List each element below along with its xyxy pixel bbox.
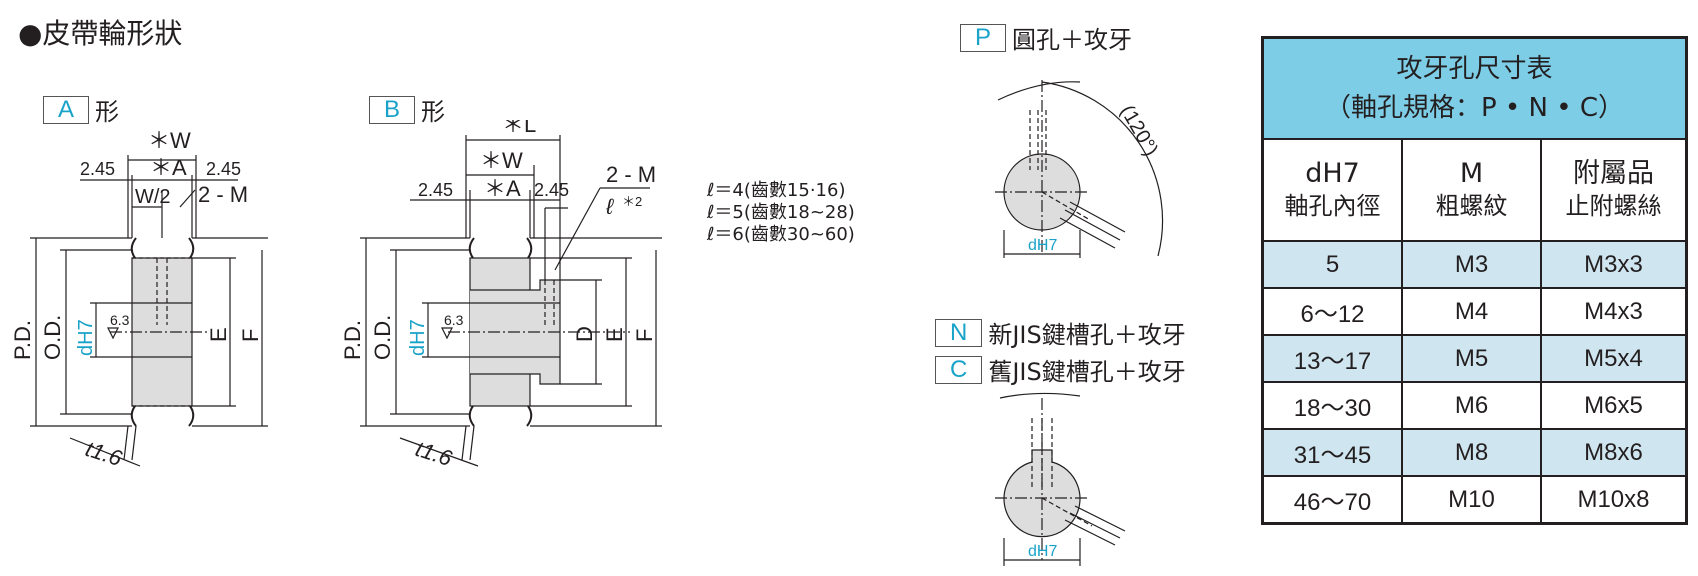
header-accessory-bottom: 止附螺絲 xyxy=(1565,192,1662,220)
header-m-bottom: 粗螺紋 xyxy=(1435,192,1508,220)
cell-m: M4 xyxy=(1401,287,1542,336)
dim-d: D xyxy=(572,326,597,342)
ell-notes: ℓ＝4(齒數15·16) ℓ＝5(齒數18~28) ℓ＝6(齒數30~60) xyxy=(707,180,855,246)
cell-screw: M10x8 xyxy=(1540,475,1688,525)
ell-note: ℓ＝4(齒數15·16) xyxy=(707,180,846,201)
shape-c-tag: C xyxy=(935,355,983,384)
dim-t16: t1.6 xyxy=(82,436,125,471)
dim-e-b: E xyxy=(602,327,627,342)
pulley-b-drawing: ＊L ＊W ＊A 2.45 2.45 2 - M ℓ ＊2 6.3 t1.6 P… xyxy=(340,120,662,471)
tap-hole-size-table: 攻牙孔尺寸表 （軸孔規格：P • N • C） dH7 軸孔內徑 M 粗螺紋 附… xyxy=(1261,36,1688,525)
cell-dh7: 13～17 xyxy=(1261,334,1403,383)
shape-a-tag: A xyxy=(43,95,90,124)
shape-a-text: 形 xyxy=(95,98,120,126)
cell-screw: M8x6 xyxy=(1540,428,1688,477)
ell-note: ℓ＝5(齒數18~28) xyxy=(707,202,855,223)
dim-pd-b: P.D. xyxy=(340,320,365,360)
header-m-top: M xyxy=(1459,158,1484,189)
dim-a: ＊A xyxy=(150,155,187,180)
header-dh7: dH7 軸孔內徑 xyxy=(1261,138,1403,242)
cell-screw: M4x3 xyxy=(1540,287,1688,336)
shape-p-text: 圓孔＋攻牙 xyxy=(1012,26,1133,54)
shape-p-label: P 圓孔＋攻牙 xyxy=(960,20,1132,55)
cell-m: M5 xyxy=(1401,334,1542,383)
dim-245-b-right: 2.45 xyxy=(534,180,569,200)
cell-screw: M5x4 xyxy=(1540,334,1688,383)
shape-n-tag: N xyxy=(935,318,983,347)
table-row: 13～17 M5 M5x4 xyxy=(1261,334,1688,383)
dim-ell-star: ＊2 xyxy=(622,194,642,209)
cell-dh7: 6～12 xyxy=(1261,287,1403,336)
dim-m: 2 - M xyxy=(198,182,248,207)
shape-n-label: N 新JIS鍵槽孔＋攻牙 xyxy=(935,315,1186,350)
table-row: 46～70 M10 M10x8 xyxy=(1261,475,1688,525)
bore-p-drawing: (120°) dH7 xyxy=(995,80,1164,258)
dim-w-b: ＊W xyxy=(480,148,523,173)
dim-dh7: dH7 xyxy=(75,319,97,356)
table-row: 18～30 M6 M6x5 xyxy=(1261,381,1688,430)
dim-63: 6.3 xyxy=(110,312,130,328)
cell-screw: M3x3 xyxy=(1540,240,1688,289)
page-title: ●皮帶輪形狀 xyxy=(18,17,183,50)
cell-m: M6 xyxy=(1401,381,1542,430)
table-caption-line1: 攻牙孔尺寸表 xyxy=(1396,53,1553,84)
cell-m: M10 xyxy=(1401,475,1542,525)
shape-b-label: B 形 xyxy=(369,92,445,127)
dim-dh7-p: dH7 xyxy=(1028,237,1057,254)
dim-angle: (120°) xyxy=(1116,102,1162,160)
dim-od-b: O.D. xyxy=(370,315,395,360)
table-row: 5 M3 M3x3 xyxy=(1261,240,1688,289)
dim-od: O.D. xyxy=(40,315,65,360)
header-dh7-bottom: 軸孔內徑 xyxy=(1284,192,1381,220)
cell-dh7: 18～30 xyxy=(1261,381,1403,430)
shape-p-tag: P xyxy=(960,23,1007,52)
shape-n-text: 新JIS鍵槽孔＋攻牙 xyxy=(988,321,1186,349)
shape-c-text: 舊JIS鍵槽孔＋攻牙 xyxy=(988,358,1186,386)
cell-screw: M6x5 xyxy=(1540,381,1688,430)
dim-f: F xyxy=(238,329,263,342)
dim-l: ＊L xyxy=(502,120,536,137)
header-dh7-top: dH7 xyxy=(1305,158,1360,189)
dim-245-left: 2.45 xyxy=(80,159,115,179)
dim-245-b-left: 2.45 xyxy=(418,180,453,200)
table-row: 6～12 M4 M4x3 xyxy=(1261,287,1688,336)
ell-note: ℓ＝6(齒數30~60) xyxy=(707,224,855,245)
shape-b-text: 形 xyxy=(421,98,446,126)
cell-dh7: 31～45 xyxy=(1261,428,1403,477)
cell-m: M8 xyxy=(1401,428,1542,477)
bore-nc-drawing: dH7 xyxy=(995,392,1126,566)
dim-t16-b: t1.6 xyxy=(412,436,455,471)
dim-w2: W/2 xyxy=(135,186,171,208)
dim-a-b: ＊A xyxy=(484,176,521,201)
dim-ell: ℓ xyxy=(605,194,614,219)
dim-63-b: 6.3 xyxy=(444,312,464,328)
table-row: 31～45 M8 M8x6 xyxy=(1261,428,1688,477)
dim-m-b: 2 - M xyxy=(606,162,656,187)
header-m: M 粗螺紋 xyxy=(1401,138,1542,242)
cell-dh7: 46～70 xyxy=(1261,475,1403,525)
dim-dh7-b: dH7 xyxy=(407,319,429,356)
shape-c-label: C 舊JIS鍵槽孔＋攻牙 xyxy=(935,352,1186,387)
dim-e: E xyxy=(206,327,231,342)
dim-f-b: F xyxy=(632,329,657,342)
pulley-a-drawing: ＊W ＊A 2.45 2.45 W/2 2 - M 6.3 t1.6 P.D. … xyxy=(10,128,268,471)
header-accessory-top: 附屬品 xyxy=(1573,158,1654,189)
dim-w: ＊W xyxy=(148,128,191,153)
cell-m: M3 xyxy=(1401,240,1542,289)
shape-a-label: A 形 xyxy=(43,92,119,127)
table-caption-line2: （軸孔規格：P • N • C） xyxy=(1324,92,1624,123)
header-accessory: 附屬品 止附螺絲 xyxy=(1540,138,1688,242)
dim-dh7-nc: dH7 xyxy=(1028,543,1057,560)
dim-245-right: 2.45 xyxy=(206,159,241,179)
shape-b-tag: B xyxy=(369,95,416,124)
cell-dh7: 5 xyxy=(1261,240,1403,289)
dim-pd: P.D. xyxy=(10,320,35,360)
table-caption: 攻牙孔尺寸表 （軸孔規格：P • N • C） xyxy=(1261,36,1688,140)
